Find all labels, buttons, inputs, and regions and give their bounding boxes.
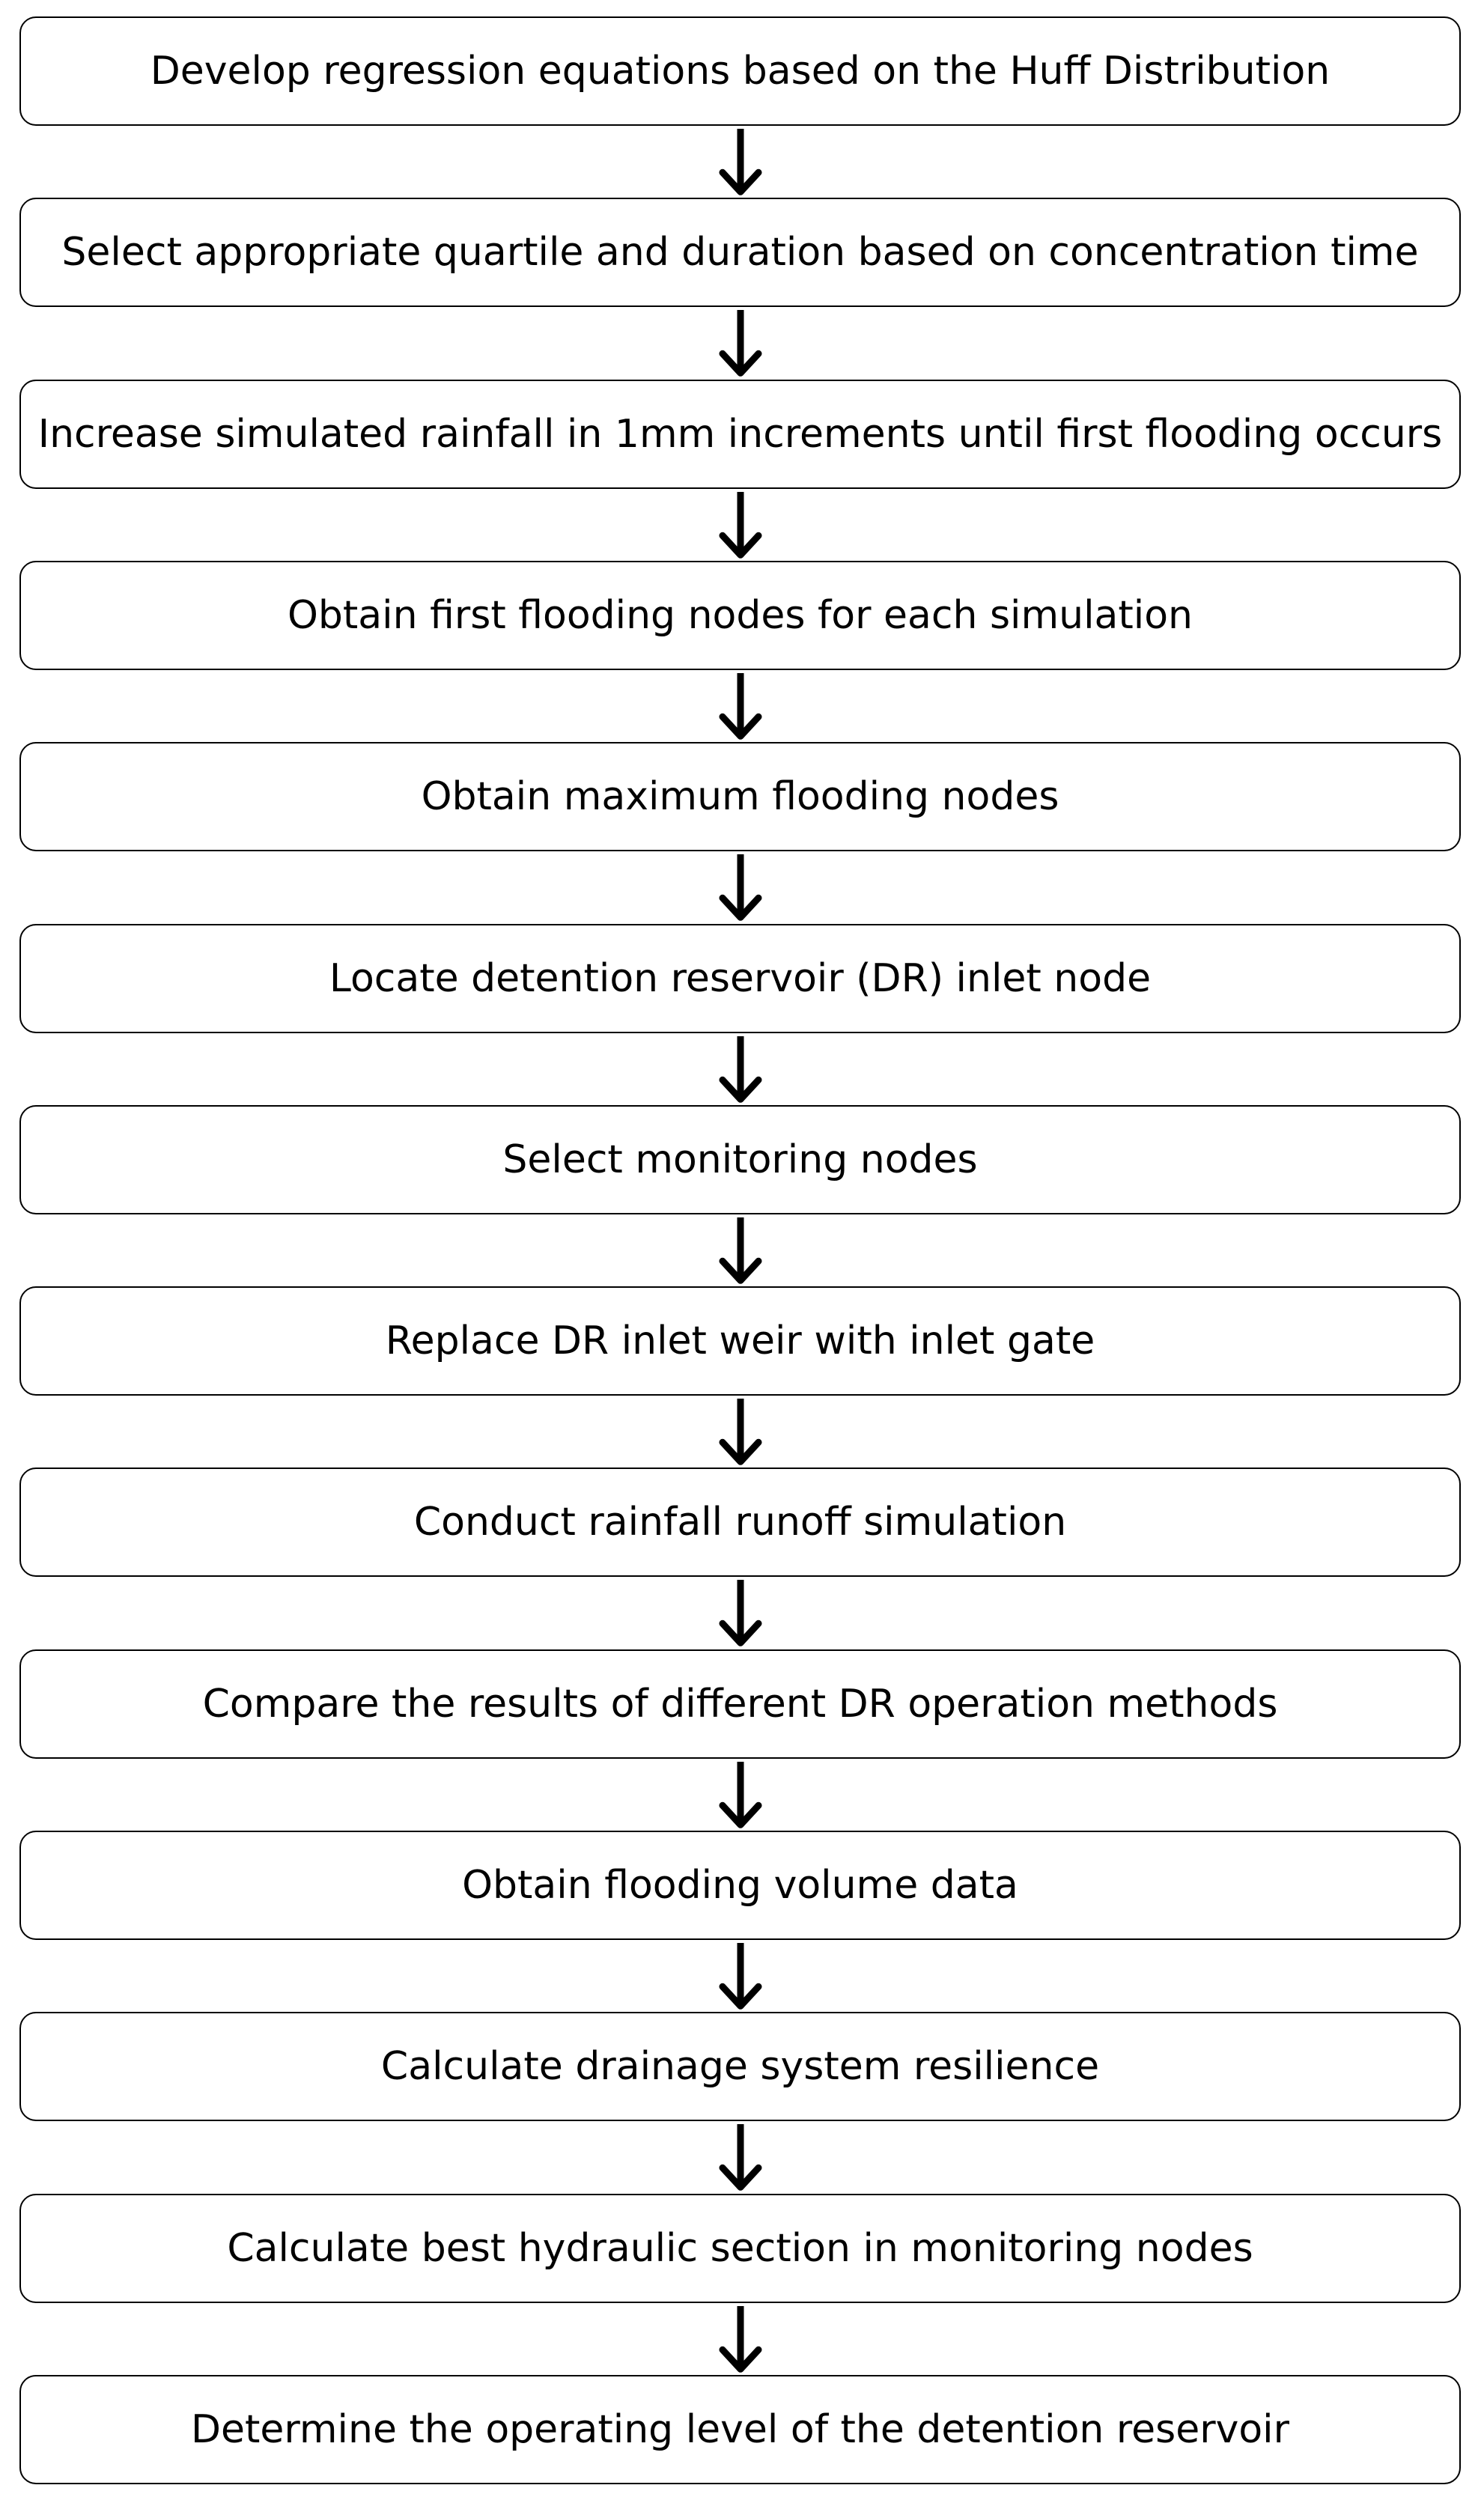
flow-step-label: Develop regression equations based on th…	[150, 49, 1331, 94]
down-arrow-icon	[719, 491, 761, 559]
down-arrow-icon	[719, 2124, 761, 2192]
down-arrow-icon	[719, 128, 761, 195]
down-arrow-icon	[719, 854, 761, 921]
flow-step-6: Locate detention reservoir (DR) inlet no…	[19, 923, 1461, 1033]
down-arrow-icon	[719, 1580, 761, 1647]
flow-step-11: Obtain flooding volume data	[19, 1831, 1461, 1940]
down-arrow-icon	[719, 1942, 761, 2010]
flow-step-14: Determine the operating level of the det…	[19, 2374, 1461, 2484]
flow-step-label: Obtain first flooding nodes for each sim…	[287, 592, 1193, 638]
down-arrow-icon	[719, 1399, 761, 1465]
down-arrow-icon	[719, 310, 761, 377]
flow-step-label: Conduct rainfall runoff simulation	[413, 1500, 1067, 1545]
flow-step-label: Select appropriate quartile and duration…	[61, 230, 1419, 276]
flow-step-label: Determine the operating level of the det…	[191, 2406, 1289, 2452]
flow-step-13: Calculate best hydraulic section in moni…	[19, 2193, 1461, 2303]
down-arrow-icon	[719, 1217, 761, 1284]
down-arrow-icon	[719, 1761, 761, 1828]
flow-step-label: Compare the results of different DR oper…	[202, 1681, 1278, 1727]
flow-step-label: Obtain maximum flooding nodes	[421, 774, 1059, 820]
flow-step-label: Increase simulated rainfall in 1mm incre…	[37, 411, 1443, 457]
flow-step-label: Select monitoring nodes	[502, 1137, 978, 1182]
flow-step-5: Obtain maximum flooding nodes	[19, 742, 1461, 852]
flow-step-label: Replace DR inlet weir with inlet gate	[385, 1319, 1095, 1364]
flow-step-label: Calculate best hydraulic section in moni…	[227, 2225, 1253, 2271]
flow-step-7: Select monitoring nodes	[19, 1104, 1461, 1214]
flow-step-10: Compare the results of different DR oper…	[19, 1649, 1461, 1759]
flow-step-4: Obtain first flooding nodes for each sim…	[19, 560, 1461, 670]
flow-step-label: Locate detention reservoir (DR) inlet no…	[329, 955, 1152, 1001]
down-arrow-icon	[719, 2305, 761, 2373]
flow-step-12: Calculate drainage system resilience	[19, 2012, 1461, 2122]
down-arrow-icon	[719, 1035, 761, 1103]
flow-step-9: Conduct rainfall runoff simulation	[19, 1468, 1461, 1578]
down-arrow-icon	[719, 672, 761, 740]
flow-step-2: Select appropriate quartile and duration…	[19, 198, 1461, 308]
flow-step-3: Increase simulated rainfall in 1mm incre…	[19, 379, 1461, 489]
flow-step-1: Develop regression equations based on th…	[19, 16, 1461, 126]
flow-step-label: Calculate drainage system resilience	[380, 2044, 1100, 2090]
flow-step-label: Obtain flooding volume data	[462, 1863, 1018, 1908]
flow-step-8: Replace DR inlet weir with inlet gate	[19, 1286, 1461, 1396]
